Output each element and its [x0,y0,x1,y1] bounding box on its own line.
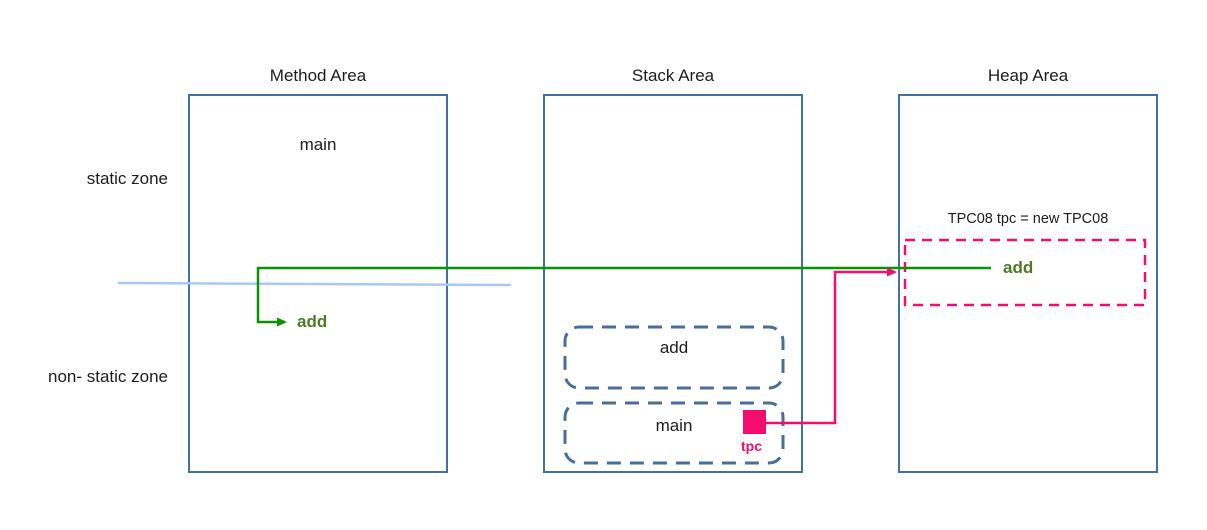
heap-area-title: Heap Area [987,66,1069,85]
method-area-title: Method Area [269,66,367,85]
tpc-reference-square [743,410,766,434]
non-static-zone-label: non- static zone [47,367,168,386]
tpc-label: tpc [741,438,762,454]
heap-add-label: add [1003,258,1034,277]
stack-area-title: Stack Area [631,66,715,85]
heap-declaration-label: TPC08 tpc = new TPC08 [947,211,1109,227]
method-main-label: main [299,135,337,154]
method-add-label: add [297,312,328,331]
heap-area-box [898,94,1158,473]
stack-frame-add-label: add [659,338,689,357]
static-zone-label: static zone [86,169,168,188]
